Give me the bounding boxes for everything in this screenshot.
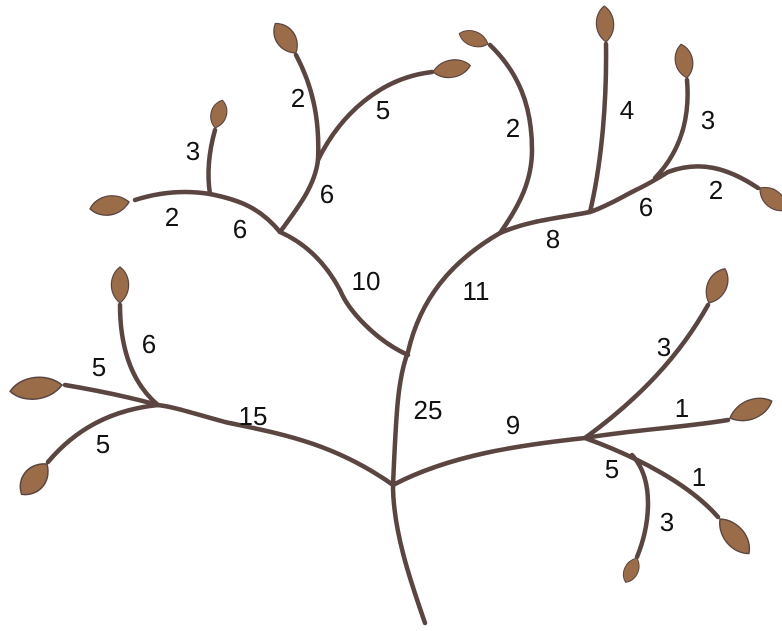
label-far-left-upper-branch: 6 xyxy=(142,329,156,359)
far-right-upper-twig xyxy=(655,80,688,178)
label-upper-middle-stem: 6 xyxy=(320,179,334,209)
leaf-far-right-upper-twig xyxy=(673,43,696,80)
left-main-branch xyxy=(158,405,393,485)
label-far-left-lower-branch: 5 xyxy=(96,429,110,459)
label-upper-trunk: 11 xyxy=(463,276,490,306)
label-upper-right-branch: 8 xyxy=(546,224,560,254)
label-right-upper-twig: 3 xyxy=(657,332,671,362)
label-middle-left-branch: 10 xyxy=(352,266,381,296)
leaf-right-upper-twig xyxy=(700,265,733,307)
label-trunk: 25 xyxy=(414,395,443,425)
upper-right-vertical-twig xyxy=(590,44,606,212)
label-upper-middle-twig: 2 xyxy=(291,83,305,113)
leaf-upper-right-twig xyxy=(457,27,491,51)
leaf-far-left-upper xyxy=(111,267,128,303)
upper-middle-stem xyxy=(280,160,318,232)
leaf-right-lower-twig xyxy=(712,513,756,560)
label-right-lower-split: 5 xyxy=(605,454,619,484)
leaf-upper-right-vertical-twig xyxy=(595,6,614,43)
label-far-left-middle-branch: 5 xyxy=(92,352,106,382)
upper-left-twig xyxy=(208,130,215,194)
label-right-lower-twig: 1 xyxy=(692,462,706,492)
leaf-right-middle-twig xyxy=(726,392,775,426)
label-far-right-branch: 6 xyxy=(639,192,653,222)
trunk-branch xyxy=(393,352,425,623)
right-bottom-twig xyxy=(632,455,648,557)
leaf-upper-left-twig xyxy=(207,98,229,130)
leaf-right-bottom-twig xyxy=(619,555,643,585)
edge-labels: 25 15 6 5 5 10 6 2 3 6 2 5 11 8 2 4 6 3 … xyxy=(92,83,723,537)
label-upper-left-branch: 6 xyxy=(233,214,247,244)
label-upper-middle-right-twig: 5 xyxy=(376,95,390,125)
label-right-bottom-twig: 3 xyxy=(660,507,674,537)
leaf-far-left-middle xyxy=(9,374,63,402)
middle-left-branch xyxy=(280,232,408,355)
right-main-branch xyxy=(393,438,585,485)
leaf-upper-middle-right-twig xyxy=(432,57,472,81)
leaf-upper-left-branch xyxy=(88,193,130,219)
leaf-upper-middle-twig xyxy=(268,18,304,58)
label-upper-left-outer-branch: 2 xyxy=(165,202,179,232)
right-upper-twig xyxy=(585,305,708,438)
label-far-right-outer-twig: 2 xyxy=(709,175,723,205)
label-upper-right-twig: 2 xyxy=(506,113,520,143)
upper-left-branch xyxy=(135,192,280,232)
label-upper-right-vertical-twig: 4 xyxy=(620,95,634,125)
label-upper-left-twig: 3 xyxy=(186,136,200,166)
label-right-main-branch: 9 xyxy=(506,410,520,440)
label-left-main-branch: 15 xyxy=(239,401,268,431)
label-right-middle-twig: 1 xyxy=(675,393,689,423)
label-far-right-upper-twig: 3 xyxy=(701,105,715,135)
